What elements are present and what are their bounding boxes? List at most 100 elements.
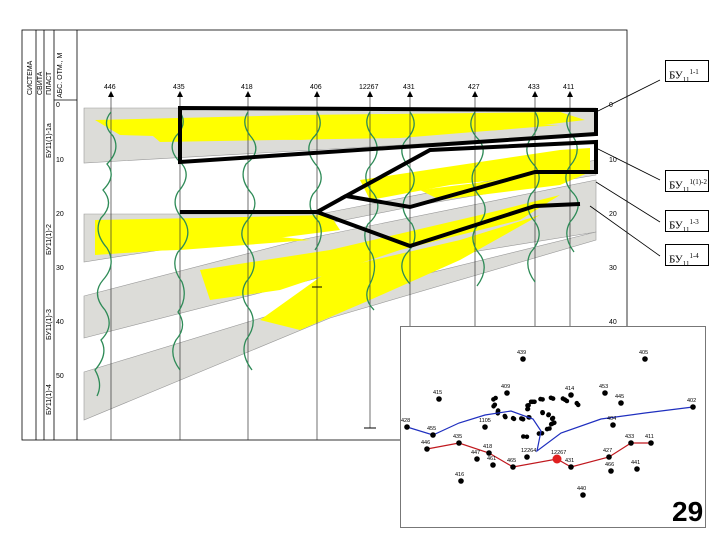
well-point-label: 465	[507, 458, 516, 464]
right-depth-tick: 10	[609, 157, 617, 164]
well-point-label: 12267	[551, 450, 566, 456]
layer-label-1-4: БУ111-4	[665, 244, 709, 268]
well-point-cluster	[546, 412, 551, 417]
well-point	[642, 356, 648, 362]
label-main: БУ	[669, 69, 683, 82]
depth-tick: 0	[56, 102, 60, 109]
well-point	[520, 356, 526, 362]
well-point-cluster	[524, 434, 530, 440]
well-point-cluster	[520, 417, 526, 422]
well-point	[568, 392, 574, 398]
label-sub: 11	[682, 185, 690, 194]
well-label: 427	[468, 84, 480, 91]
well-label: 433	[528, 84, 540, 91]
layer-label-1-2: БУ111(1)-2	[665, 170, 709, 194]
well-point-label: 446	[421, 440, 430, 446]
well-point-label: 441	[631, 460, 640, 466]
header-layer: ПЛАСТ	[46, 71, 53, 95]
well-point-label: 445	[615, 394, 624, 400]
label-sub: 11	[682, 259, 690, 268]
well-point-cluster	[528, 399, 534, 405]
label-main: БУ	[669, 179, 683, 192]
well-point	[608, 468, 614, 474]
right-depth-tick: 40	[609, 319, 617, 326]
well-point-label: 440	[577, 486, 586, 492]
well-point-label: 411	[645, 434, 654, 440]
depth-tick: 30	[56, 265, 64, 272]
well-point-label: 453	[599, 384, 608, 390]
well-point-label: 427	[603, 448, 612, 454]
well-point	[486, 450, 492, 456]
well-point-cluster	[540, 410, 545, 415]
well-arrowheads	[108, 91, 573, 97]
well-label: 446	[104, 84, 116, 91]
well-point-label: 447	[471, 450, 480, 456]
well-point	[424, 446, 430, 452]
header-depth: АБС. ОТМ., М	[57, 52, 64, 98]
right-depth-tick: 30	[609, 265, 617, 272]
well-point	[618, 400, 624, 406]
well-point	[634, 466, 640, 472]
well-point	[430, 432, 436, 438]
well-point-label: 402	[687, 398, 696, 404]
layer-label-1-3: БУ111-3	[665, 210, 709, 234]
well-point	[524, 454, 530, 460]
layer-name-4: БУ11(1)-4	[46, 384, 53, 415]
well-point-label: 415	[433, 390, 442, 396]
well-point	[482, 424, 488, 430]
well-label: 406	[310, 84, 322, 91]
well-point-label: 428	[401, 418, 410, 424]
header-system: СИСТЕМА	[27, 60, 34, 95]
well-point-label: 414	[565, 386, 574, 392]
well-point-cluster	[525, 403, 530, 408]
well-point-label: 466	[605, 462, 614, 468]
well-point-label: 431	[565, 458, 574, 464]
right-depth-tick: 0	[609, 102, 613, 109]
well-point-cluster	[491, 397, 496, 402]
well-point-label: 405	[639, 350, 648, 356]
well-point-cluster	[552, 420, 557, 425]
well-point-cluster	[521, 434, 526, 439]
well-point-cluster	[550, 415, 556, 421]
label-main: БУ	[669, 253, 683, 266]
well-point	[610, 422, 616, 428]
well-point-cluster	[560, 396, 566, 401]
layer-name-1a: БУ11(1)-1а	[46, 123, 53, 158]
well-point-label: 435	[453, 434, 462, 440]
label-sub: 11	[682, 75, 690, 84]
depth-tick: 50	[56, 373, 64, 380]
well-point	[436, 396, 442, 402]
depth-tick: 10	[56, 157, 64, 164]
sand-lenses	[95, 112, 590, 330]
well-label: 411	[563, 84, 574, 91]
page-number: 29	[672, 496, 704, 527]
depth-tick: 20	[56, 211, 64, 218]
well-point	[458, 478, 464, 484]
layer-name-3: БУ11(1)-3	[46, 309, 53, 340]
profile-line-red	[426, 442, 651, 468]
well-point-label: 461	[487, 456, 496, 462]
well-point	[510, 464, 516, 470]
well-point	[568, 464, 574, 470]
well-point-label: 418	[483, 444, 492, 450]
well-label: 418	[241, 84, 253, 91]
well-point-label: 409	[501, 384, 510, 390]
well-point	[648, 440, 654, 446]
well-point-cluster	[491, 404, 496, 409]
well-point-cluster	[503, 414, 508, 420]
layer-label-1-1: БУ111-1	[665, 60, 709, 84]
well-point-label: 439	[517, 350, 526, 356]
right-depth-tick: 20	[609, 211, 617, 218]
well-point	[602, 390, 608, 396]
well-point-label: 455	[427, 426, 436, 432]
well-point-label: 433	[625, 434, 634, 440]
well-point	[474, 456, 480, 462]
layer-name-2: БУ11(1)-2	[46, 224, 53, 255]
label-sup: 1-1	[689, 68, 699, 76]
label-sup: 1(1)-2	[689, 178, 707, 186]
well-point	[404, 424, 410, 430]
well-point-cluster	[574, 400, 580, 406]
well-point	[628, 440, 634, 446]
